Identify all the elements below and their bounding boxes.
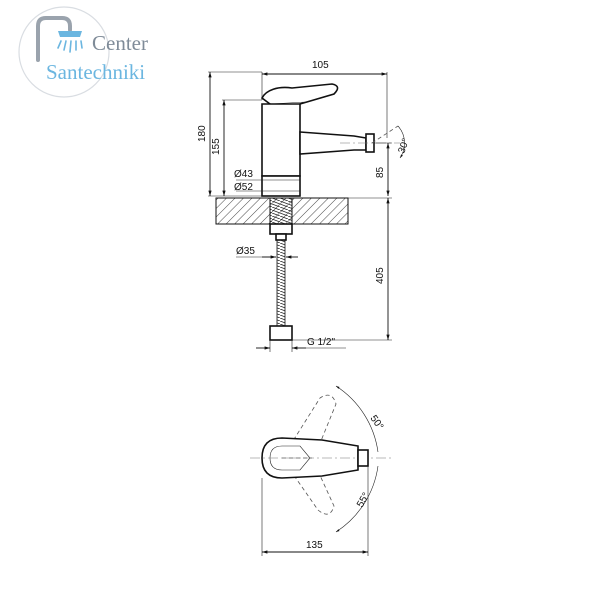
hose-nut [269, 325, 293, 341]
threaded-shank [269, 197, 293, 225]
top-view: 50° 55° 135 [250, 385, 392, 556]
dim-height-total: 180 [197, 125, 208, 142]
dim-diameter-hole: Ø35 [236, 246, 255, 257]
dim-length: 135 [306, 540, 323, 551]
dim-height-outlet: 85 [375, 166, 386, 178]
flexible-hose [276, 239, 286, 327]
shower-head-icon [36, 16, 83, 62]
logo-text-santechniki: Santechniki [46, 60, 145, 84]
logo-text-center: Center [92, 31, 148, 55]
top-view-aerator [357, 449, 369, 467]
faucet-spout [299, 131, 367, 155]
dim-width-top: 105 [312, 60, 329, 71]
dim-angle-spout: 30° [396, 137, 412, 155]
dim-height-spout: 155 [211, 138, 222, 155]
dim-diameter-base: Ø52 [234, 182, 253, 193]
logo-circle [18, 6, 110, 98]
faucet-lever [260, 83, 339, 107]
faucet-base [261, 175, 301, 197]
faucet-body [261, 103, 301, 177]
brand-logo: Center Santechniki [18, 6, 148, 98]
dim-thread: G 1/2" [307, 337, 335, 348]
side-view: 105 180 155 30° Ø43 Ø52 85 [197, 60, 412, 352]
dim-diameter-inner: Ø43 [234, 169, 253, 180]
dim-angle-upper: 50° [368, 413, 386, 432]
dim-hose-length: 405 [375, 267, 386, 284]
